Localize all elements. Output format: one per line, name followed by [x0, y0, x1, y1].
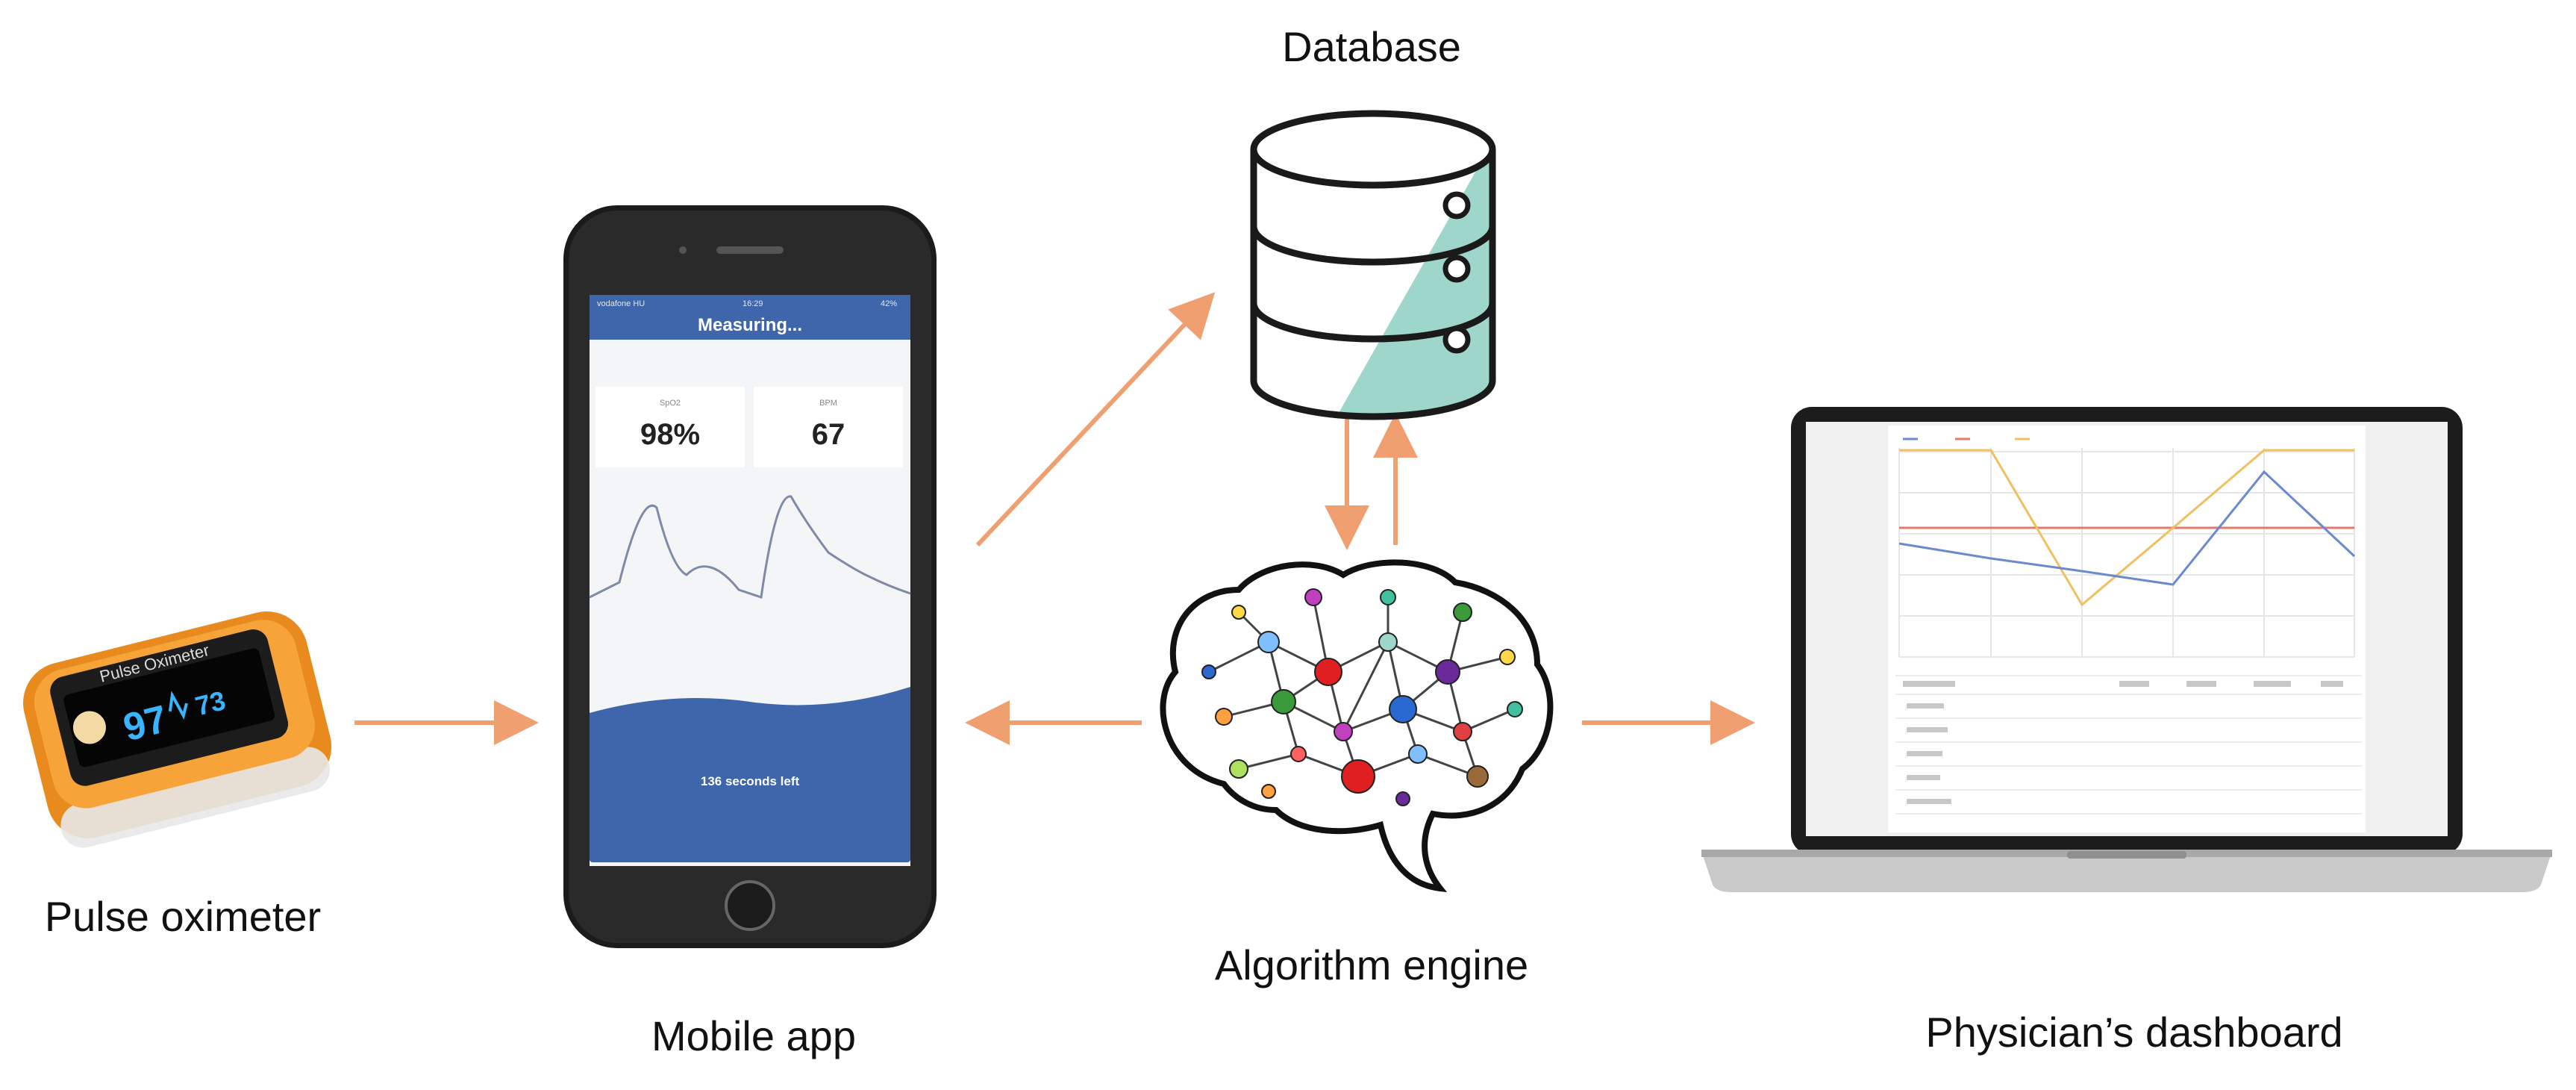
flow-arrows [354, 292, 1755, 745]
wave-fill [590, 687, 910, 862]
algorithm-engine-label: Algorithm engine [1214, 941, 1529, 988]
bpm-value: 67 [812, 418, 845, 451]
bpm-label: BPM [819, 399, 837, 408]
pleth-waveform [589, 495, 911, 599]
neural-nodes [1201, 588, 1523, 806]
mobile-app-label: Mobile app [651, 1012, 856, 1059]
dashboard-screen [1888, 426, 2366, 832]
arrow-app-to-database [975, 292, 1216, 547]
brain-network-icon [1160, 559, 1554, 893]
spo2-label: SpO2 [660, 399, 681, 408]
dashboard-table [1895, 675, 2362, 815]
screen-title: Measuring... [698, 315, 802, 335]
pulse-oximeter-device: Pulse Oximeter 97 73 [23, 611, 332, 848]
spo2-value: 98% [640, 418, 700, 451]
carrier-text: vodafone HU [597, 299, 645, 308]
bpm-card [754, 387, 903, 467]
clock-text: 16:29 [743, 299, 763, 308]
pulse-oximeter-label: Pulse oximeter [44, 893, 322, 940]
countdown-text: 136 seconds left [701, 774, 800, 788]
power-button-icon [72, 711, 106, 744]
dashboard-line-blue [1898, 470, 2356, 586]
laptop-dashboard [1701, 407, 2552, 892]
database-label: Database [1282, 23, 1461, 70]
dashboard-line-yellow [1899, 449, 2354, 607]
oximeter-spo2-readout: 97 [119, 697, 172, 750]
dashboard-label: Physician’s dashboard [1925, 1009, 2343, 1056]
mobile-phone: vodafone HU 16:29 42% Measuring... SpO2 … [563, 205, 937, 948]
spo2-card [595, 387, 745, 467]
oximeter-bpm-readout: 73 [192, 685, 228, 721]
database-icon [1250, 110, 1496, 420]
home-button[interactable] [725, 880, 775, 931]
battery-text: 42% [881, 299, 897, 308]
